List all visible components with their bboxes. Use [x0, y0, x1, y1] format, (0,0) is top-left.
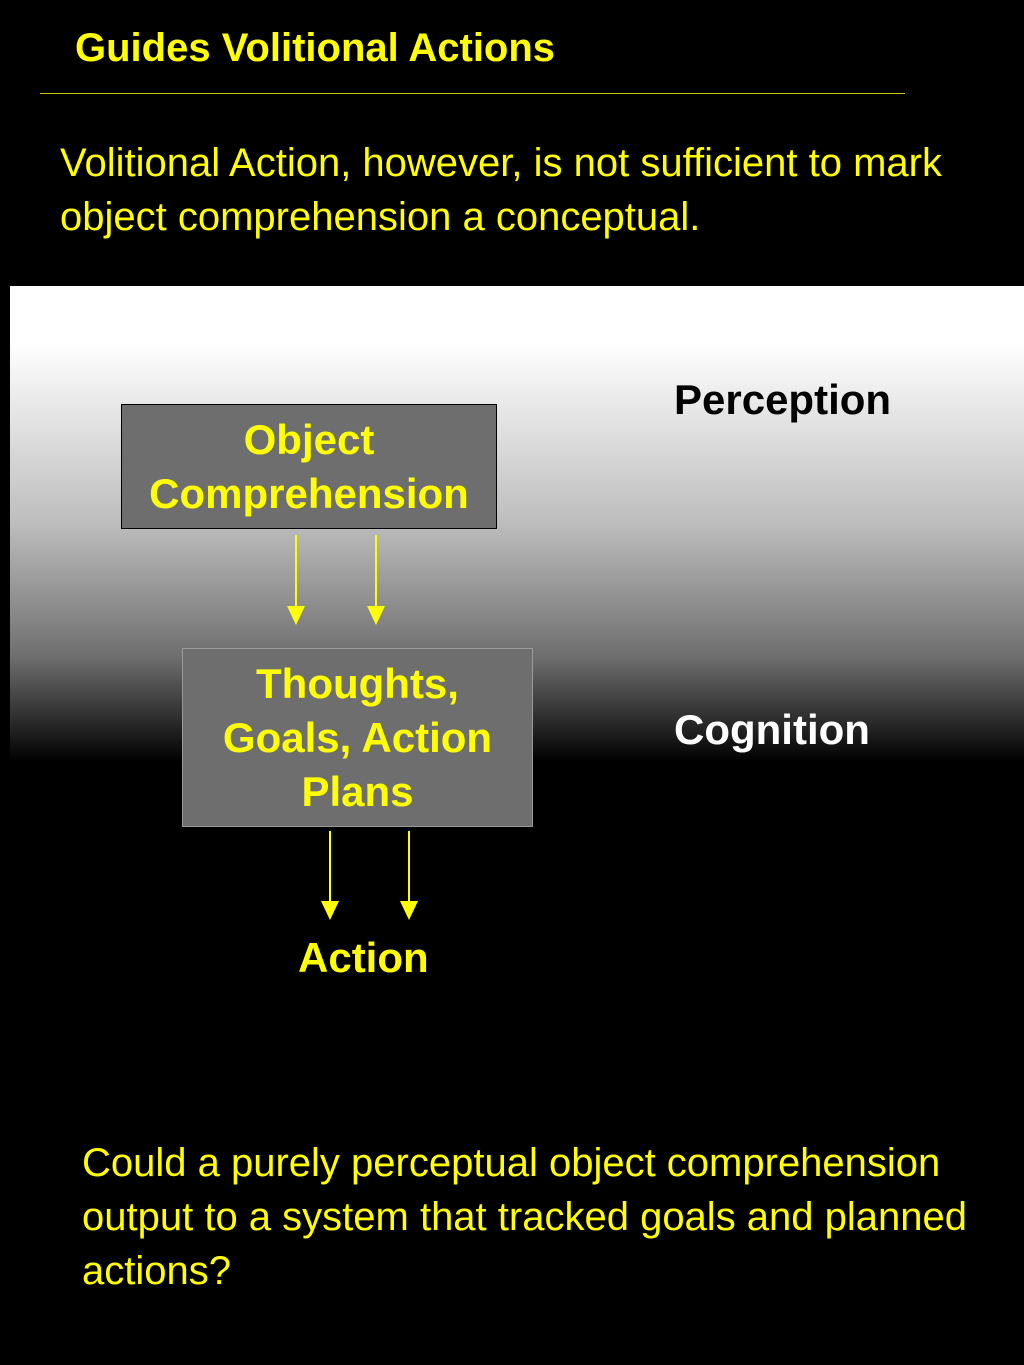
question-text: Could a purely perceptual object compreh… [82, 1141, 968, 1293]
perception-label: Perception [674, 376, 892, 423]
slide-title: Guides Volitional Actions [75, 26, 556, 70]
thoughts-goals-box: Thoughts, Goals, Action Plans [182, 648, 533, 827]
object-comprehension-label: Object Comprehension [149, 415, 469, 517]
thoughts-goals-label: Thoughts, Goals, Action Plans [222, 659, 493, 815]
arrow-thoughts-to-action-left [321, 831, 339, 920]
cognition-label: Cognition [674, 706, 870, 753]
title-divider [40, 93, 905, 94]
intro-text: Volitional Action, however, is not suffi… [60, 141, 942, 239]
object-comprehension-box: Object Comprehension [121, 404, 497, 529]
arrow-thoughts-to-action-right [400, 831, 418, 920]
action-label: Action [298, 934, 429, 981]
